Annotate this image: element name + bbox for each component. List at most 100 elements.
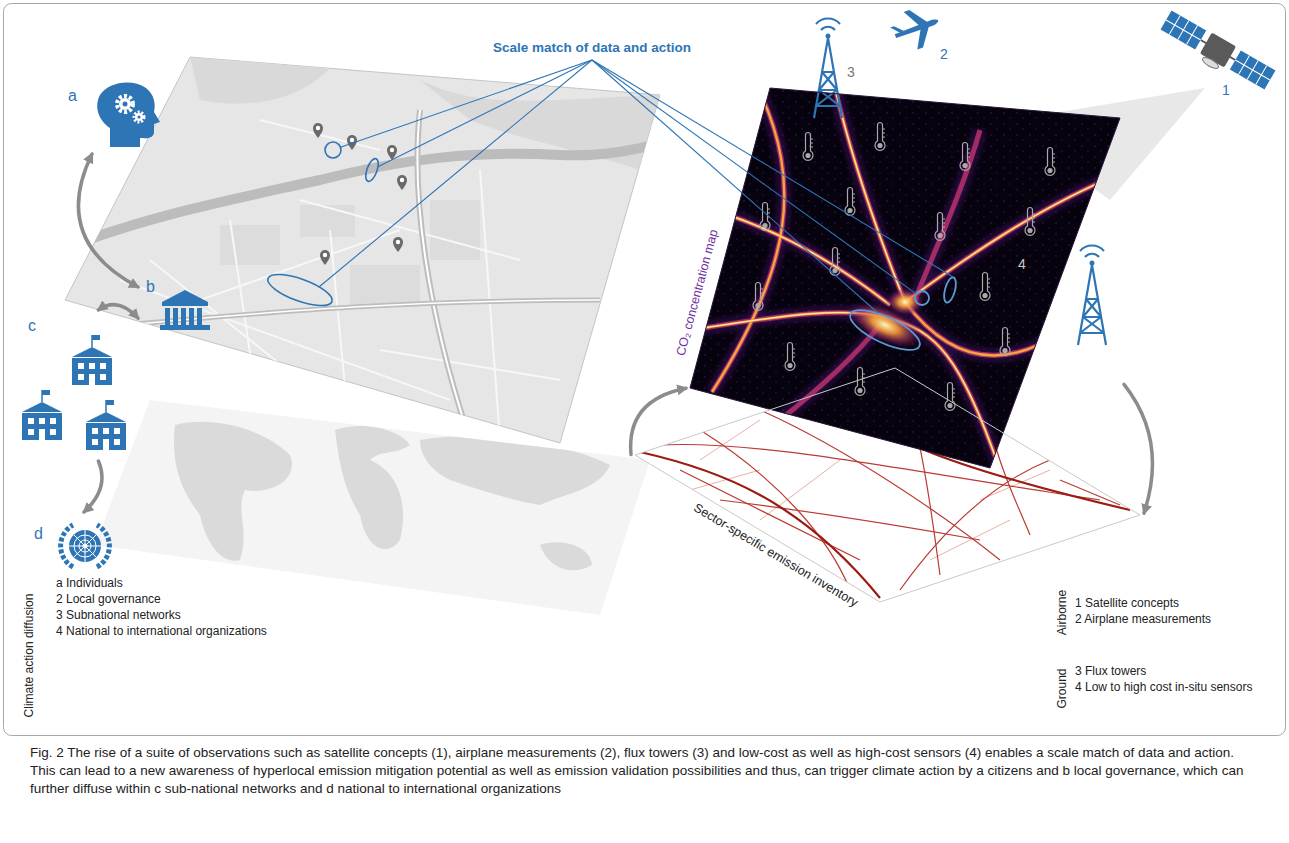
co2-concentration-map	[680, 80, 1130, 480]
scale-match-leaders	[592, 60, 916, 294]
figure-caption: Fig. 2 The rise of a suite of observatio…	[30, 744, 1260, 798]
local-governance-node: b	[142, 275, 217, 335]
scale-match-leaders	[319, 60, 953, 313]
city-map-plane	[393, 237, 403, 252]
citizen-head-icon	[137, 115, 140, 118]
callout-number: 1	[1222, 82, 1230, 100]
satellite-icon	[1157, 10, 1276, 96]
subnational-network-node: c	[20, 314, 132, 457]
city-map-plane	[313, 123, 323, 138]
co2-map-plane: CO₂ concentration map	[690, 88, 1120, 468]
town-hall-icon	[189, 308, 194, 325]
airplane-icon	[904, 5, 928, 28]
citizen-head-icon	[135, 113, 143, 121]
city-map-plane	[65, 57, 660, 443]
callout-number: 3	[847, 64, 855, 82]
cycle-arrow	[631, 388, 686, 454]
list-item: 3 Subnational networks	[56, 608, 181, 623]
co2-concentration-map	[905, 302, 1062, 355]
world-map-plane	[95, 400, 650, 615]
panel-letter: c	[28, 316, 36, 336]
co2-concentration-map	[690, 88, 1125, 470]
un-emblem-icon	[69, 530, 101, 562]
town-hall-icon	[165, 308, 170, 325]
emission-inventory-map	[930, 520, 1010, 560]
sensor-thermometers	[803, 133, 813, 161]
un-emblem-icon	[69, 530, 101, 562]
city-map-plane	[230, 220, 260, 420]
co2-concentration-map	[690, 313, 1000, 470]
group-title: Ground	[1055, 668, 1070, 708]
town-hall-icon	[173, 308, 178, 325]
sensor-thermometers	[1000, 328, 1010, 356]
emission-inventory-map	[720, 500, 980, 540]
city-map-plane	[325, 142, 341, 158]
co2-concentration-map	[942, 276, 958, 304]
city-map-plane	[260, 120, 380, 150]
panel-letter: d	[34, 524, 43, 544]
co2-concentration-map	[780, 325, 880, 420]
co2-concentration-map	[690, 88, 1125, 470]
list-item: a Individuals	[56, 576, 123, 591]
city-map-plane	[264, 268, 335, 312]
city-map-plane	[300, 205, 355, 237]
plane-outline	[635, 368, 1140, 602]
emission-inventory-map	[660, 444, 1100, 500]
co2-concentration-map	[695, 205, 890, 305]
co2-concentration-map	[695, 205, 890, 305]
citizen-node: a	[62, 80, 162, 150]
town-hall-icon	[162, 302, 208, 306]
flux-tower	[814, 19, 842, 118]
emission-inventory-map	[1030, 420, 1080, 470]
world-map-plane	[540, 542, 592, 570]
cycle-arrow	[1124, 384, 1152, 513]
sensor-thermometers	[785, 343, 795, 371]
citizen-head-icon	[123, 102, 128, 107]
town-hall-icon	[181, 308, 186, 325]
un-emblem-icon	[61, 525, 110, 567]
co2-concentration-map	[835, 88, 905, 302]
sensor-thermometers	[855, 368, 865, 396]
co2-concentration-map	[712, 92, 784, 392]
group-title: Climate action diffusion	[22, 593, 37, 717]
city-map-plane	[120, 120, 560, 440]
emission-inventory-map	[980, 470, 1050, 500]
un-emblem-icon	[69, 530, 101, 562]
world-map-plane	[95, 400, 650, 615]
citizen-head-icon	[119, 98, 131, 110]
town-hall-icon	[197, 308, 202, 325]
sensor-thermometers	[945, 383, 955, 411]
co2-concentration-map	[905, 172, 1125, 302]
satellite-icon	[1161, 10, 1276, 89]
city-map-plane	[480, 170, 500, 440]
co2-concentration-map	[905, 172, 1125, 302]
list-item: 2 Local governance	[56, 592, 161, 607]
city-map-plane	[417, 110, 470, 440]
figure-heading: Scale match of data and action	[493, 40, 691, 57]
scale-match-leaders	[592, 60, 878, 313]
cycle-arrow	[78, 154, 138, 287]
co2-concentration-map	[905, 172, 1125, 302]
co2-concentration-map	[680, 80, 1130, 480]
city-map-plane	[417, 110, 470, 440]
plane-outline	[635, 368, 1140, 602]
sensor-thermometers	[935, 213, 945, 241]
emission-inventory-plane: Sector-specific emission inventory	[635, 368, 1140, 602]
city-network-icon	[86, 400, 126, 450]
co2-concentration-map	[690, 313, 1000, 470]
scale-match-leaders	[592, 60, 953, 277]
co2-concentration-map	[835, 88, 905, 302]
co2-concentration-map	[905, 302, 1062, 355]
world-map-plane	[335, 426, 410, 549]
city-network-icon	[22, 390, 62, 440]
town-hall-icon	[160, 290, 210, 330]
sensor-thermometers	[980, 273, 990, 301]
city-map-plane	[330, 230, 350, 440]
citizen-head-icon	[97, 82, 160, 147]
sensor-thermometers	[1025, 208, 1035, 236]
citizen-head-icon	[117, 96, 133, 112]
co2-concentration-map	[780, 325, 880, 420]
city-map-plane	[60, 57, 670, 440]
co2-concentration-map	[690, 313, 1000, 470]
